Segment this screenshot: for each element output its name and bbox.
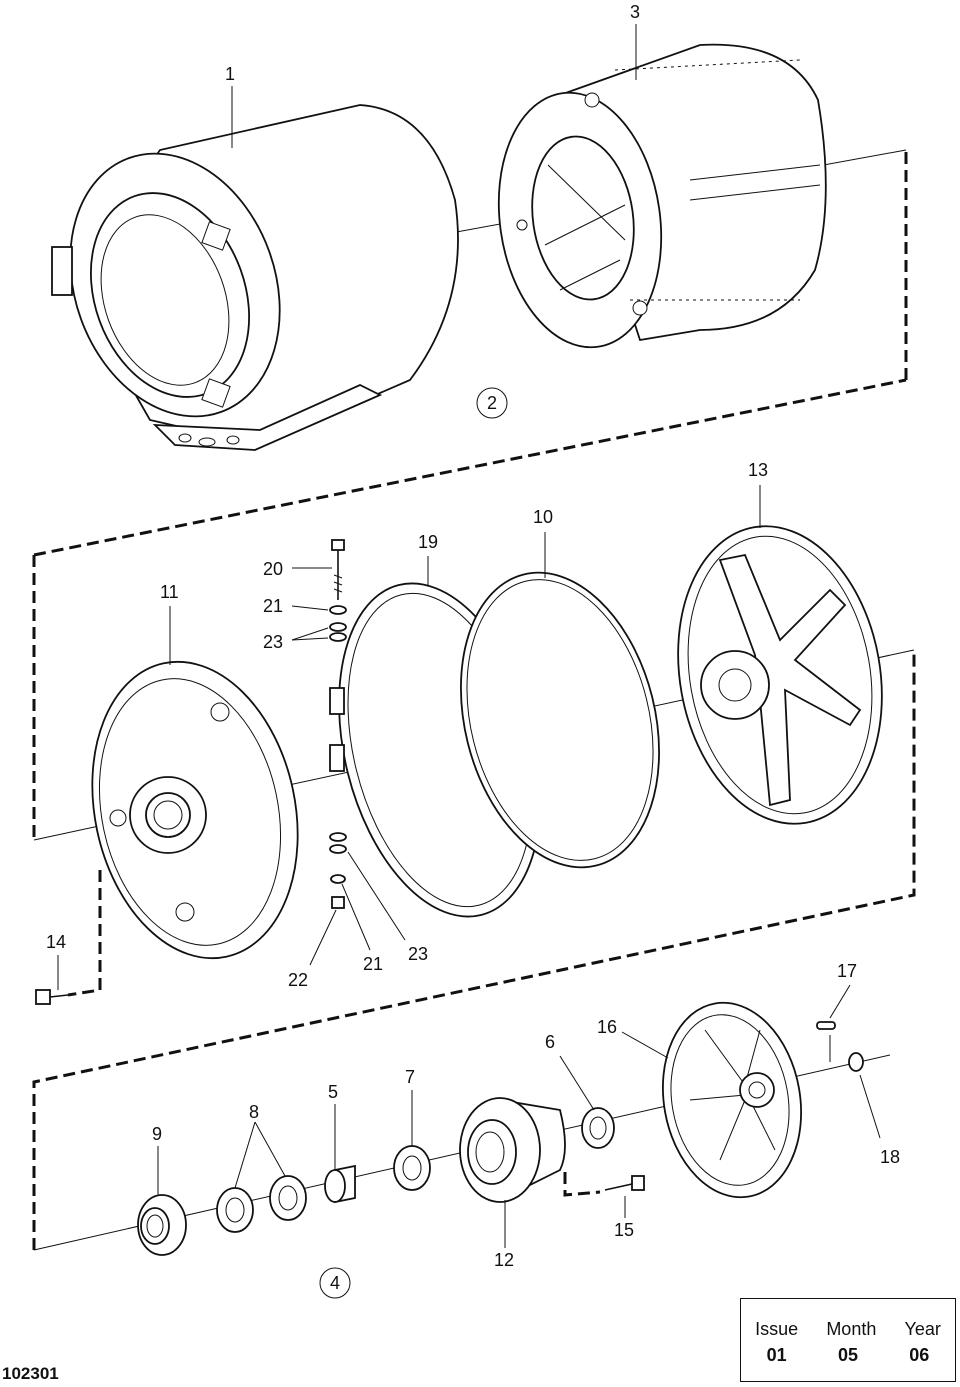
bolt-15-leader xyxy=(563,1172,601,1197)
issue-date-values: 01 05 06 xyxy=(741,1345,955,1366)
key-17 xyxy=(816,1021,836,1030)
callout-8: 8 xyxy=(249,1102,259,1122)
callout-5: 5 xyxy=(328,1082,338,1102)
bearing-7 xyxy=(393,1145,431,1191)
year-value: 06 xyxy=(909,1345,930,1365)
spacer-5 xyxy=(324,1164,356,1204)
bearing-8b xyxy=(269,1175,307,1221)
seal-9 xyxy=(137,1194,187,1256)
drawing-reference-number: 102301 xyxy=(2,1364,59,1383)
bolt-15 xyxy=(604,1175,645,1191)
callout-19: 19 xyxy=(418,532,438,552)
callout-1: 1 xyxy=(225,64,235,84)
view-marker-2-label: 2 xyxy=(487,393,497,413)
callout-20: 20 xyxy=(263,559,283,579)
issue-value: 01 xyxy=(766,1345,787,1365)
month-header: Month xyxy=(826,1319,877,1339)
callout-23-top: 23 xyxy=(263,632,283,652)
callout-21-bottom: 21 xyxy=(363,954,383,974)
callout-17: 17 xyxy=(837,961,857,981)
outer-tub xyxy=(51,104,459,451)
pulley-16 xyxy=(662,1001,802,1199)
view-marker-2: 2 xyxy=(476,387,508,419)
washer-23-top-b xyxy=(329,632,347,642)
washer-23-bottom-a xyxy=(329,832,347,842)
washer-23-bottom-b xyxy=(329,844,347,854)
year-header: Year xyxy=(904,1319,941,1339)
washer-23-top-a xyxy=(329,622,347,632)
door-gasket-inner xyxy=(466,579,654,861)
view-marker-4-label: 4 xyxy=(330,1273,340,1293)
bearing-8a xyxy=(216,1187,254,1233)
callout-22: 22 xyxy=(288,970,308,990)
issue-date-headers: Issue Month Year xyxy=(741,1319,955,1340)
month-value: 05 xyxy=(837,1345,858,1365)
back-plate xyxy=(91,660,299,960)
callout-11: 11 xyxy=(160,582,179,602)
issue-date-box: Issue Month Year 01 05 06 xyxy=(740,1298,956,1382)
bolt-14-leader xyxy=(67,870,102,997)
section-2-boundary xyxy=(32,150,908,840)
bolt-14 xyxy=(35,989,69,1005)
callout-18: 18 xyxy=(880,1147,900,1167)
leader-lines xyxy=(57,24,881,1248)
callout-21-top: 21 xyxy=(263,596,283,616)
callout-9: 9 xyxy=(152,1124,162,1144)
callout-23-bottom: 23 xyxy=(408,944,428,964)
callout-12: 12 xyxy=(494,1250,514,1270)
callout-3: 3 xyxy=(630,2,640,22)
callout-13: 13 xyxy=(748,460,768,480)
washer-21-bottom xyxy=(330,874,346,884)
callout-6: 6 xyxy=(545,1032,555,1052)
bearing-6 xyxy=(581,1107,615,1149)
hub-12 xyxy=(459,1097,566,1203)
callout-7: 7 xyxy=(405,1067,415,1087)
view-marker-4: 4 xyxy=(319,1267,351,1299)
washer-21-top xyxy=(329,605,347,615)
callout-14: 14 xyxy=(46,932,66,952)
callout-10: 10 xyxy=(533,507,553,527)
bolt-20 xyxy=(331,539,345,600)
issue-header: Issue xyxy=(755,1319,799,1339)
callout-16: 16 xyxy=(597,1017,617,1037)
section-3-boundary xyxy=(32,650,916,1250)
circlip-18 xyxy=(848,1052,864,1072)
callout-15: 15 xyxy=(614,1220,634,1240)
nut-22 xyxy=(331,896,345,909)
drum-spider xyxy=(677,525,883,825)
perforated-drum xyxy=(497,43,827,349)
